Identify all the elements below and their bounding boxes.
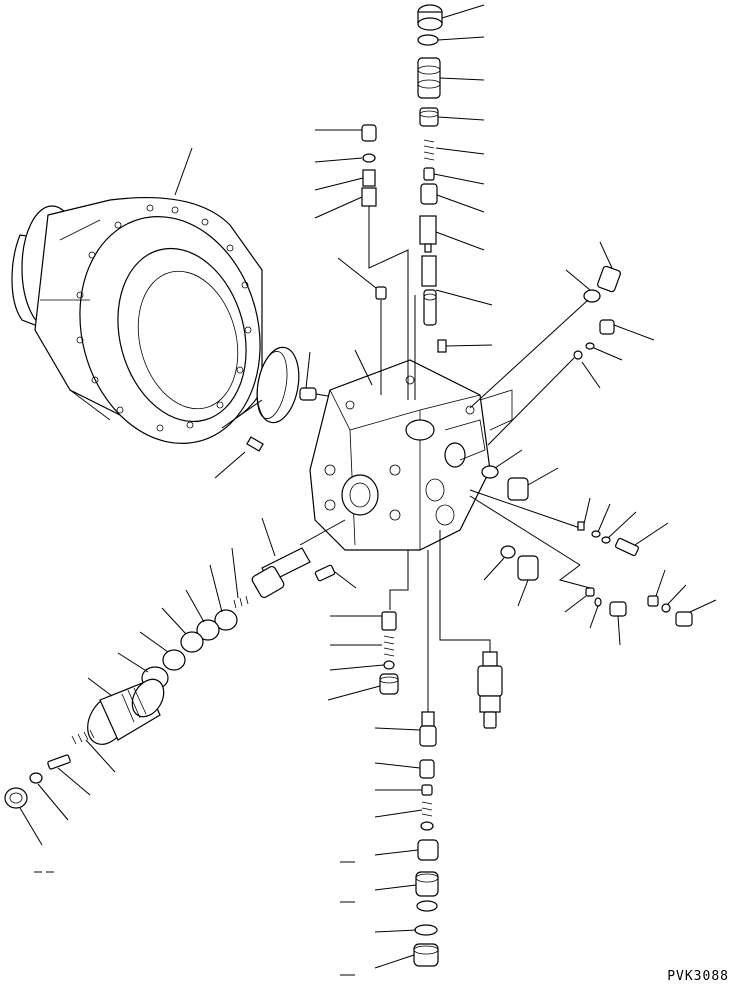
- lower-spool-stack[interactable]: [327, 550, 439, 976]
- left-check-valve-stack[interactable]: [314, 124, 409, 400]
- top-spool-stack[interactable]: [414, 4, 447, 400]
- right-side-fittings[interactable]: [469, 241, 717, 646]
- brake-spool-assembly[interactable]: [4, 517, 357, 873]
- cover-plate[interactable]: [221, 344, 304, 429]
- drawing-code: PVK3088: [667, 969, 729, 984]
- solenoid-valve[interactable]: [439, 530, 503, 729]
- plug-fittings[interactable]: [299, 349, 373, 401]
- valve-body[interactable]: [309, 359, 513, 551]
- pin[interactable]: [214, 436, 264, 479]
- top-leader-lines: [433, 4, 493, 347]
- final-drive-housing[interactable]: [11, 147, 285, 464]
